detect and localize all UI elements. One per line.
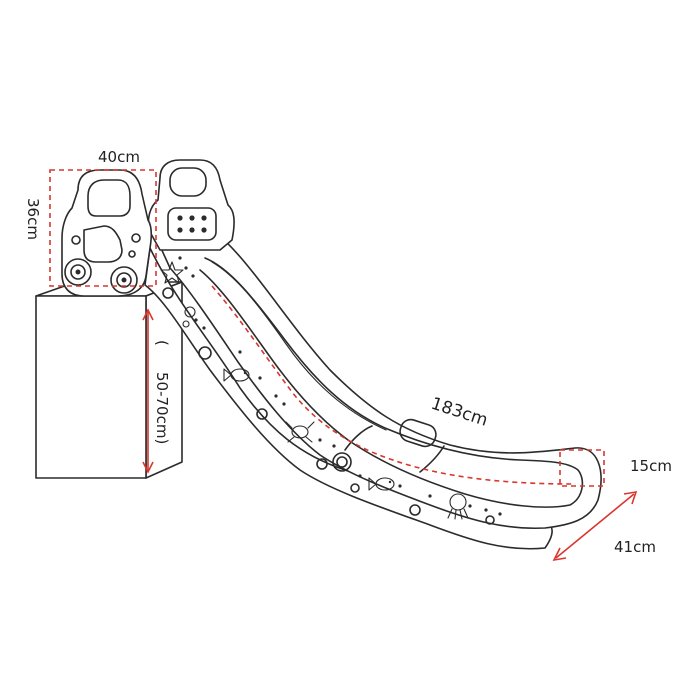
side-decorations: [162, 256, 502, 525]
back-panel: [147, 159, 235, 251]
fish-icon: [368, 477, 395, 491]
octopus-icon: [447, 493, 469, 520]
width-arrow: [552, 490, 638, 562]
left-wheel: [64, 258, 92, 286]
front-car-panel: [61, 169, 153, 297]
width-label: 41cm: [614, 538, 656, 556]
platform-height-open-label: (: [153, 340, 171, 346]
slide-length-label: 183cm: [428, 394, 490, 431]
star-icon: [160, 261, 184, 284]
back-dot-pad: [167, 207, 217, 241]
head-height-label: 36cm: [24, 198, 42, 240]
side-height-label: 15cm: [630, 457, 672, 475]
fish-icon: [223, 368, 250, 382]
top-width-label: 40cm: [98, 148, 140, 166]
bolt-ring: [332, 452, 352, 472]
dimension-lines: [49, 169, 638, 562]
platform-box: [35, 281, 183, 479]
slide-body: [144, 224, 602, 550]
side-height-box: [559, 449, 605, 487]
slide-length-line: [211, 285, 573, 485]
head-dimension-box: [49, 169, 157, 287]
slide-channel: [199, 257, 584, 508]
slide-outer-rim: [154, 224, 602, 530]
back-handle-hole: [169, 167, 207, 197]
car-window: [83, 225, 123, 263]
crab-icon: [285, 421, 315, 443]
platform-height-label: 50-70cm): [153, 372, 171, 444]
platform-height-arrow: [142, 308, 154, 474]
slide-handle-slot: [399, 418, 437, 448]
front-handle-hole: [87, 179, 131, 217]
right-wheel: [110, 266, 138, 294]
bubble-icon: [182, 306, 196, 328]
